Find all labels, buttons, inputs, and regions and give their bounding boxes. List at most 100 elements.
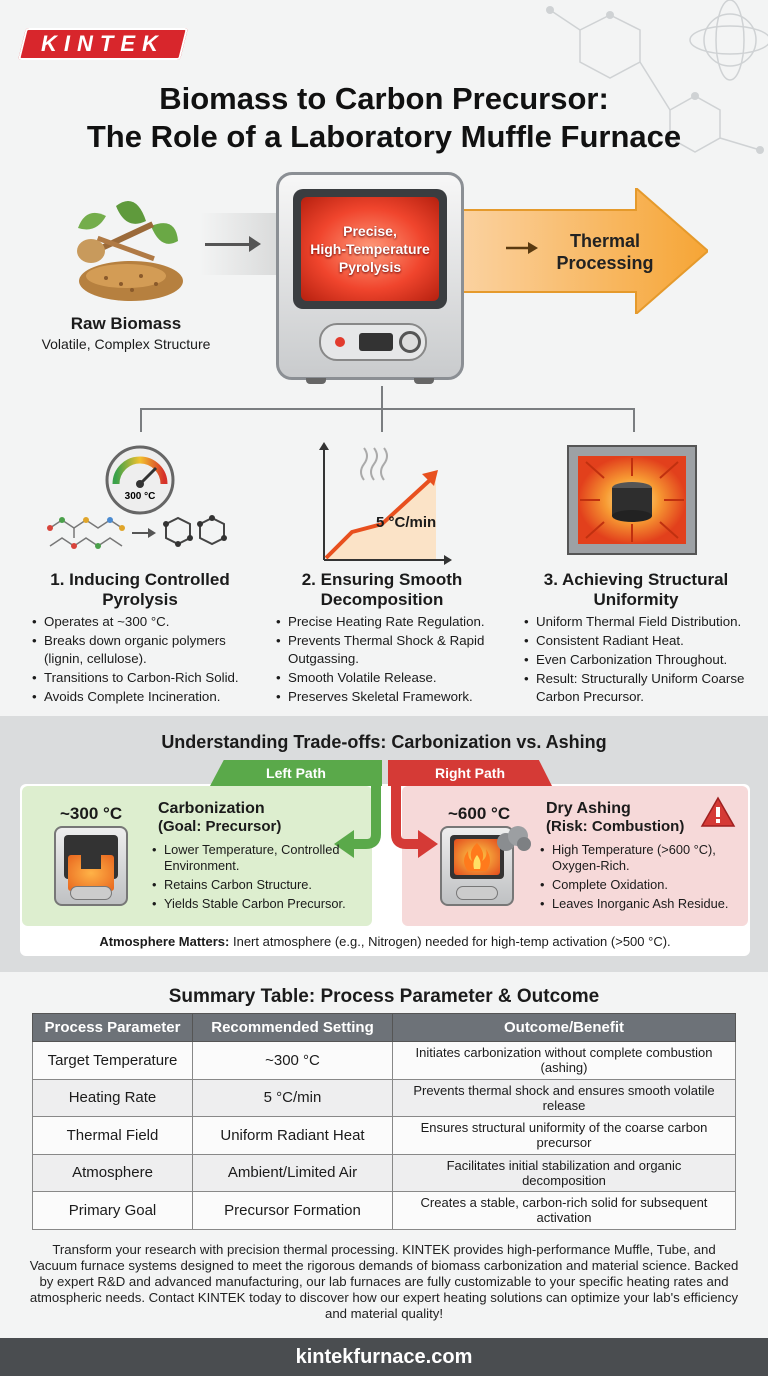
connector-line [140,408,142,432]
table-cell: Ensures structural uniformity of the coa… [392,1116,736,1155]
warning-icon [700,796,736,827]
table-cell: 5 °C/min [192,1078,393,1117]
table-cell: Facilitates initial stabilization and or… [392,1153,736,1192]
list-item: Avoids Complete Incineration. [32,688,258,706]
input-arrow-icon [205,243,255,246]
biomass-icon [77,201,183,301]
furnace-control-panel [319,323,427,361]
ashing-bullets: High Temperature (>600 °C), Oxygen-Rich.… [540,842,746,913]
step-3-bullets: Uniform Thermal Field Distribution. Cons… [524,613,762,707]
raw-biomass-title: Raw Biomass [70,314,182,333]
table-header-row: Process Parameter Recommended Setting Ou… [32,1013,736,1042]
list-item: Retains Carbon Structure. [152,877,366,893]
list-item: High Temperature (>600 °C), Oxygen-Rich. [540,842,746,874]
connector-line [381,386,383,408]
step-2-bullets: Precise Heating Rate Regulation. Prevent… [276,613,508,707]
page-title: Biomass to Carbon Precursor: The Role of… [86,81,682,154]
smoke-icon [497,826,531,851]
tradeoffs-title: Understanding Trade-offs: Carbonization … [161,732,607,752]
power-led-icon [335,337,345,347]
list-item: Prevents Thermal Shock & Rapid Outgassin… [276,632,508,668]
temperature-gauge-icon: 300 °C [105,445,175,515]
ashing-subtitle: (Risk: Combustion) [546,818,685,835]
atmosphere-note: Atmosphere Matters: Inert atmosphere (e.… [99,934,671,949]
list-item: Preserves Skeletal Framework. [276,688,508,706]
step-1-bullets: Operates at ~300 °C. Breaks down organic… [32,613,258,707]
list-item: Even Carbonization Throughout. [524,651,762,669]
list-item: Result: Structurally Uniform Coarse Carb… [524,670,762,706]
table-cell: Primary Goal [32,1191,193,1230]
molecule-decoration-icon [546,0,768,154]
carbonization-furnace-icon [54,826,128,906]
list-item: Smooth Volatile Release. [276,669,508,687]
table-cell: Ambient/Limited Air [192,1153,393,1192]
gauge-temperature-label: 300 °C [125,491,156,502]
table-cell: Target Temperature [32,1041,193,1080]
left-path-tab: Left Path [210,760,382,786]
control-knob-icon [399,331,421,353]
ashing-furnace-icon [440,826,514,906]
carbonization-temp: ~300 °C [60,804,123,823]
table-cell: Creates a stable, carbon-rich solid for … [392,1191,736,1230]
table-cell: Precursor Formation [192,1191,393,1230]
summary-table: Process Parameter Recommended Setting Ou… [32,1013,736,1230]
table-cell: Atmosphere [32,1153,193,1192]
list-item: Breaks down organic polymers (lignin, ce… [32,632,258,668]
thermal-processing-label: Thermal Processing [556,231,654,273]
table-cell: Initiates carbonization without complete… [392,1041,736,1080]
promo-text: Transform your research with precision t… [29,1242,739,1321]
heating-rate-graph-icon [319,442,452,565]
right-path-tab: Right Path [388,760,552,786]
connector-line [633,408,635,432]
list-item: Leaves Inorganic Ash Residue. [540,896,746,912]
carbonization-title: Carbonization [158,800,265,817]
heating-rate-label: 5 °C/min [376,514,437,531]
list-item: Yields Stable Carbon Precursor. [152,896,366,912]
summary-table-title: Summary Table: Process Parameter & Outco… [168,986,600,1007]
table-cell: Prevents thermal shock and ensures smoot… [392,1078,736,1117]
connector-line [381,408,383,432]
ashing-temp: ~600 °C [448,804,511,823]
right-path-arrow-icon [391,784,438,858]
column-header: Process Parameter [32,1013,193,1042]
connector-line [140,408,634,410]
list-item: Lower Temperature, Controlled Environmen… [152,842,366,874]
list-item: Uniform Thermal Field Distribution. [524,613,762,631]
website-link[interactable]: kintekfurnace.com [0,1338,768,1376]
furnace-chamber: Precise, High-Temperature Pyrolysis [301,197,439,301]
list-item: Precise Heating Rate Regulation. [276,613,508,631]
polymer-to-carbon-icon [47,515,227,549]
raw-biomass-subtitle: Volatile, Complex Structure [41,336,211,352]
furnace-foot [414,378,434,384]
uniform-heat-chamber-icon [567,445,697,555]
list-item: Complete Oxidation. [540,877,746,893]
furnace-display [359,333,393,351]
thermal-processing-arrow-icon [456,188,708,314]
list-item: Transitions to Carbon-Rich Solid. [32,669,258,687]
table-cell: Thermal Field [32,1116,193,1155]
ashing-title: Dry Ashing [546,800,631,817]
flame-icon [464,843,490,871]
table-cell: ~300 °C [192,1041,393,1080]
table-cell: Uniform Radiant Heat [192,1116,393,1155]
kintek-logo: KINTEK [18,28,188,60]
table-cell: Heating Rate [32,1078,193,1117]
carbonization-subtitle: (Goal: Precursor) [158,818,282,835]
column-header: Outcome/Benefit [392,1013,736,1042]
list-item: Operates at ~300 °C. [32,613,258,631]
muffle-furnace-illustration: Precise, High-Temperature Pyrolysis [276,172,464,380]
column-header: Recommended Setting [192,1013,393,1042]
input-arrow-head-icon [249,236,261,252]
furnace-foot [306,378,326,384]
list-item: Consistent Radiant Heat. [524,632,762,650]
carbonization-bullets: Lower Temperature, Controlled Environmen… [152,842,366,913]
furnace-window: Precise, High-Temperature Pyrolysis [293,189,447,309]
